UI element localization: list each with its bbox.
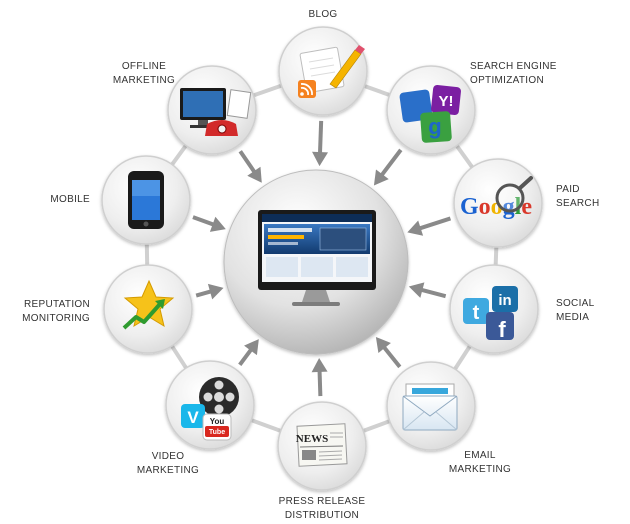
connector-ring xyxy=(144,83,499,433)
svg-text:g: g xyxy=(428,114,441,139)
star-trend-icon xyxy=(122,279,175,330)
node-blog xyxy=(278,26,368,116)
svg-text:You: You xyxy=(210,417,225,426)
svg-text:V: V xyxy=(187,408,199,427)
ring-connector xyxy=(453,344,472,371)
label-mobile: MOBILE xyxy=(50,194,90,205)
center-sphere xyxy=(223,169,409,355)
ring-connector xyxy=(250,418,282,433)
smartphone-icon xyxy=(128,171,164,229)
label-paid-search: PAID SEARCH xyxy=(556,184,600,209)
label-email: EMAIL MARKETING xyxy=(448,450,512,475)
node-reputation xyxy=(103,264,193,354)
ring-connector xyxy=(363,84,391,97)
label-video: VIDEO MARKETING xyxy=(136,451,200,476)
envelope-icon xyxy=(402,383,458,431)
ring-connector xyxy=(170,144,188,166)
film-reel-icon: V You Tube xyxy=(181,377,239,441)
social-media-icon: t in f xyxy=(463,286,518,342)
svg-text:in: in xyxy=(498,292,511,309)
node-email xyxy=(386,361,476,451)
notepad-pencil-rss-icon xyxy=(298,45,365,98)
newspaper-icon: NEWS xyxy=(296,423,348,467)
arrow-to-center xyxy=(407,216,452,236)
label-press-release: PRESS RELEASE DISTRIBUTION xyxy=(278,496,366,521)
node-press-release: NEWS xyxy=(277,401,367,491)
label-seo: SEARCH ENGINE OPTIMIZATION xyxy=(470,61,557,86)
label-blog: BLOG xyxy=(308,9,338,20)
node-paid-search: Google xyxy=(453,158,543,248)
ring-connector xyxy=(455,144,474,169)
node-mobile xyxy=(101,155,191,245)
tv-phone-icon xyxy=(180,88,252,136)
node-offline-marketing xyxy=(167,65,257,155)
arrow-to-center xyxy=(408,282,447,299)
label-reputation: REPUTATION MONITORING xyxy=(22,299,90,324)
ring-connector xyxy=(170,344,188,370)
ring-connector xyxy=(493,246,499,266)
ring-connector xyxy=(362,419,391,433)
label-social-media: SOCIAL MEDIA xyxy=(556,298,595,323)
arrows xyxy=(192,120,452,397)
svg-text:Y!: Y! xyxy=(439,93,454,110)
ring-connector xyxy=(252,83,283,98)
arrow-to-center xyxy=(373,148,403,186)
svg-text:f: f xyxy=(498,317,506,342)
arrow-to-center xyxy=(312,120,329,167)
svg-text:t: t xyxy=(473,302,480,324)
node-social-media: t in f xyxy=(449,264,539,354)
google-magnifier-icon: Google xyxy=(460,176,533,220)
arrow-to-center xyxy=(195,283,224,300)
arrow-to-center xyxy=(238,339,259,367)
svg-text:NEWS: NEWS xyxy=(296,433,328,445)
website-monitor-icon xyxy=(258,210,376,306)
arrow-to-center xyxy=(311,357,328,397)
arrow-to-center xyxy=(375,337,402,369)
node-video: V You Tube xyxy=(165,360,255,450)
label-offline: OFFLINE MARKETING xyxy=(112,61,176,86)
search-engines-icon: Y! g xyxy=(399,85,461,143)
arrow-to-center xyxy=(238,150,262,183)
node-seo: Y! g xyxy=(386,65,476,155)
arrow-to-center xyxy=(192,215,226,232)
svg-text:Tube: Tube xyxy=(209,429,225,436)
